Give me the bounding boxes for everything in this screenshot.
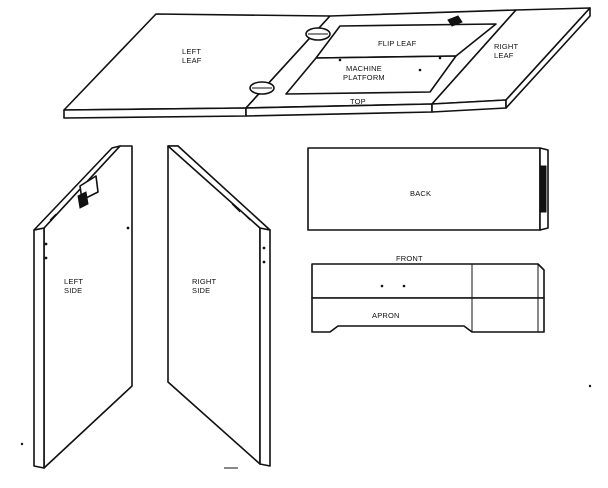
apron-panel: [311, 297, 545, 333]
left-leaf-label-line2: LEAF: [182, 56, 202, 65]
front-label: FRONT: [396, 254, 423, 263]
right-side-panel: RIGHT SIDE: [167, 145, 271, 469]
left-side-label-line1: LEFT: [64, 277, 83, 286]
flip-leaf-label: FLIP LEAF: [378, 39, 417, 48]
machine-platform-label-line1: MACHINE: [346, 64, 382, 73]
left-side-label-line2: SIDE: [64, 286, 82, 295]
left-side-front-edge: [33, 227, 45, 469]
right-side-label-line2: SIDE: [192, 286, 210, 295]
front-panel: [311, 263, 545, 299]
left-leaf-edge: [63, 107, 247, 119]
left-side-top-edge: [33, 145, 121, 231]
right-leaf-label-line2: LEAF: [494, 51, 514, 60]
right-side-top-edge: [167, 145, 271, 231]
front-apron-assembly: FRONT APRON: [311, 254, 545, 333]
machine-platform-label-line2: PLATFORM: [343, 73, 385, 82]
right-leaf-side: [505, 7, 591, 109]
top-label: TOP: [350, 97, 366, 106]
back-panel: BACK: [307, 147, 549, 231]
right-side-face: [167, 145, 261, 465]
right-leaf-label-line1: RIGHT: [494, 42, 519, 51]
top-assembly: LEFT LEAF FLIP LEAF MACHINE PLATFORM RIG…: [63, 7, 591, 119]
back-label: BACK: [410, 189, 431, 198]
left-leaf-label-line1: LEFT: [182, 47, 201, 56]
right-side-label-line1: RIGHT: [192, 277, 217, 286]
right-side-front-edge: [259, 227, 271, 467]
left-side-panel: LEFT SIDE: [33, 145, 133, 469]
apron-label: APRON: [372, 311, 400, 320]
